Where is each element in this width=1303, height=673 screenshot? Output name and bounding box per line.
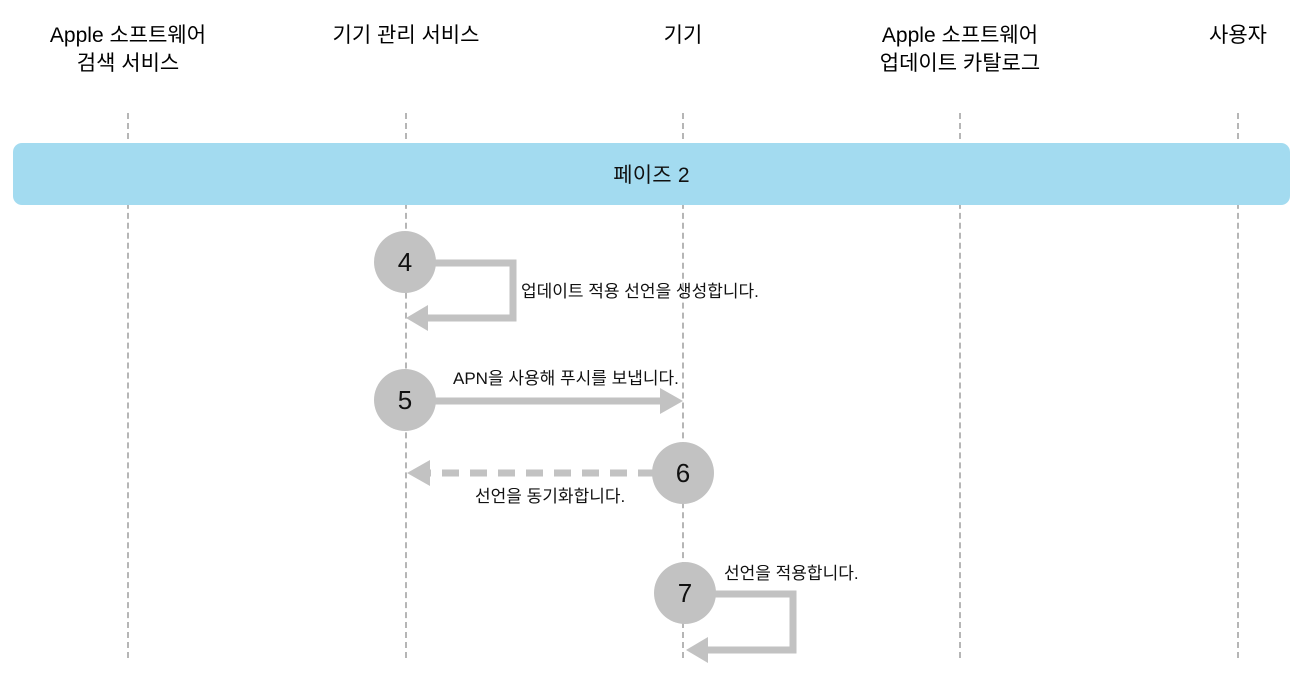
- step-bubble-6[interactable]: 6: [652, 442, 714, 504]
- phase-banner-label: 페이즈 2: [613, 164, 690, 187]
- lifeline-header-user: 사용자: [1209, 24, 1267, 47]
- step-bubble-5[interactable]: 5: [374, 369, 436, 431]
- step-6-message-label: 선언을 동기화합니다.: [475, 487, 626, 506]
- phase-banner: 페이즈 2: [13, 143, 1290, 205]
- step-bubble-7[interactable]: 7: [654, 562, 716, 624]
- lifeline-header-device: 기기: [663, 24, 703, 47]
- step-4-message-label: 업데이트 적용 선언을 생성합니다.: [521, 282, 759, 301]
- lifeline-5: [1237, 113, 1239, 658]
- lifeline-3: [682, 113, 684, 658]
- lifeline-1: [127, 113, 129, 658]
- lifeline-4: [959, 113, 961, 658]
- step-bubble-4[interactable]: 4: [374, 231, 436, 293]
- lifeline-header-apple-software-update-catalog: Apple 소프트웨어 업데이트 카탈로그: [879, 24, 1041, 75]
- step-6-message-arrow: [407, 460, 655, 486]
- step-5-message-arrow: [430, 388, 683, 414]
- lifeline-header-device-management-service: 기기 관리 서비스: [332, 24, 480, 47]
- step-5-message-label: APN을 사용해 푸시를 보냅니다.: [453, 369, 679, 388]
- lifeline-header-apple-software-lookup-service: Apple 소프트웨어 검색 서비스: [49, 24, 207, 75]
- step-7-message-label: 선언을 적용합니다.: [724, 564, 859, 583]
